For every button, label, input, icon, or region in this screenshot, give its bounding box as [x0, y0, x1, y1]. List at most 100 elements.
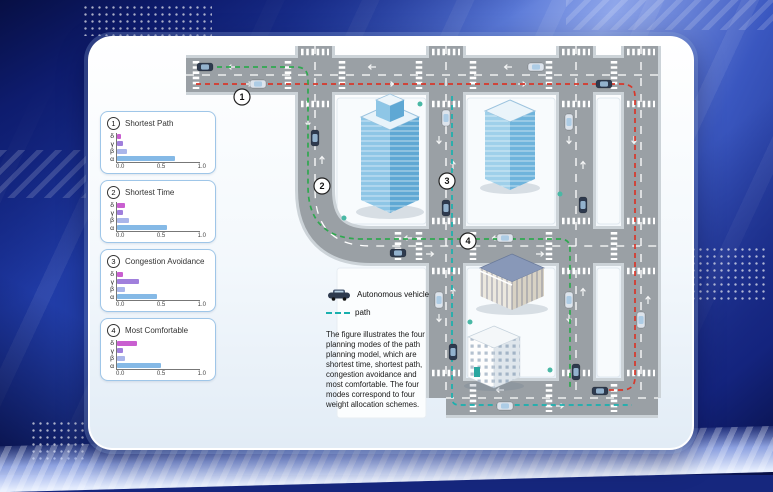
autonomous-vehicle-icon [328, 289, 350, 301]
mode-chart-header: 4 Most Comfortable [107, 324, 209, 337]
lane-arrow-icon [436, 136, 442, 145]
chart-category-label: β [110, 286, 114, 293]
lane-arrow-icon [566, 136, 572, 145]
path-marker: 3 [438, 172, 456, 190]
mode-number-badge: 3 [107, 255, 120, 268]
path-marker-number: 1 [239, 92, 244, 102]
mode-chart-header: 3 Congestion Avoidance [107, 255, 209, 268]
car-icon [591, 386, 609, 396]
chart-category-label: δ [110, 271, 114, 278]
chart-bar [117, 141, 124, 147]
chart-bar [117, 294, 157, 299]
mode-chart-header: 1 Shortest Path [107, 117, 209, 130]
car-icon [564, 113, 574, 131]
chart-bar [117, 279, 140, 285]
mode-chart-header: 2 Shortest Time [107, 186, 209, 199]
road-centerlines [186, 46, 658, 399]
chart-plot-area: 0.0 0.5 1.0 [116, 133, 206, 170]
route-green-dashed [199, 66, 571, 390]
chart-bar [117, 156, 175, 161]
chart-category-label: γ [110, 140, 114, 148]
dot-pattern [82, 4, 212, 36]
lane-arrow-icon [580, 287, 586, 296]
chart-category-label: β [110, 355, 114, 362]
mode-number-badge: 2 [107, 186, 120, 199]
chart-category-label: δ [110, 202, 114, 209]
planned-routes [196, 66, 636, 406]
car-icon [571, 363, 581, 381]
lane-arrow-icon [367, 64, 376, 70]
axis-tick-label: 1.0 [197, 164, 206, 170]
lane-arrow-icon [536, 251, 545, 257]
axis-tick-label: 0.0 [116, 233, 125, 239]
chart-category-label: α [110, 224, 114, 232]
car-icon [636, 311, 646, 329]
chart-category-label: γ [110, 209, 114, 217]
chart-bar [117, 134, 121, 139]
stripe-pattern [566, 0, 773, 30]
lane-arrow-icon [319, 155, 325, 164]
lane-arrow-icon [645, 295, 651, 304]
car-icon [196, 62, 214, 72]
axis-tick-label: 0.0 [116, 371, 125, 377]
car-icon [441, 199, 451, 217]
building-tower-b [480, 99, 540, 194]
mode-title: Shortest Path [125, 119, 174, 128]
axis-tick-label: 1.0 [197, 371, 206, 377]
chart-bar [117, 363, 161, 368]
chart-category-label: δ [110, 133, 114, 140]
car-icon [434, 291, 444, 309]
chart-bar [117, 272, 124, 277]
chart-category-label: δ [110, 340, 114, 347]
path-marker: 4 [459, 232, 477, 250]
building-tower-a [356, 93, 424, 219]
path-marker-number: 2 [319, 181, 324, 191]
path-marker-number: 4 [465, 236, 470, 246]
building-bank [476, 253, 548, 315]
chart-category-label: β [110, 217, 114, 224]
route-teal-dashed [451, 96, 632, 406]
axis-tick-label: 0.5 [156, 233, 166, 239]
lane-arrow-icon [580, 160, 586, 169]
map-legend: Autonomous vehicle path [326, 288, 436, 324]
lane-arrow-icon [450, 287, 456, 296]
axis-tick-label: 1.0 [197, 302, 206, 308]
chart-bars [116, 133, 200, 163]
vehicles [196, 62, 646, 411]
chart-x-ticks: 0.0 0.5 1.0 [116, 233, 206, 239]
mode-number-badge: 4 [107, 324, 120, 337]
path-line-sample [326, 311, 350, 314]
chart-bar [117, 148, 127, 154]
car-icon [310, 129, 320, 147]
chart-category-label: α [110, 362, 114, 370]
car-icon [578, 196, 588, 214]
chart-bar [117, 355, 125, 361]
car-icon [527, 62, 545, 72]
car-icon [595, 79, 613, 89]
chart-bar [117, 217, 129, 223]
axis-tick-label: 1.0 [197, 233, 206, 239]
axis-tick-label: 0.0 [116, 302, 125, 308]
chart-bar [117, 341, 137, 346]
chart-bar [117, 286, 125, 292]
axis-tick-label: 0.5 [156, 164, 166, 170]
axis-tick-label: 0.5 [156, 371, 166, 377]
legend-vehicle-row: Autonomous vehicle [326, 288, 436, 301]
car-icon [448, 343, 458, 361]
lane-arrow-icon [631, 136, 637, 145]
chart-x-ticks: 0.0 0.5 1.0 [116, 164, 206, 170]
dot-pattern [690, 246, 768, 302]
building-house [464, 325, 524, 391]
chart-bar [117, 348, 124, 354]
stripe-pattern [0, 150, 86, 198]
car-icon [496, 233, 514, 243]
chart-category-label: α [110, 293, 114, 301]
route-markers: 1 2 3 4 [233, 88, 477, 250]
axis-tick-label: 0.0 [116, 164, 125, 170]
chart-category-label: β [110, 148, 114, 155]
